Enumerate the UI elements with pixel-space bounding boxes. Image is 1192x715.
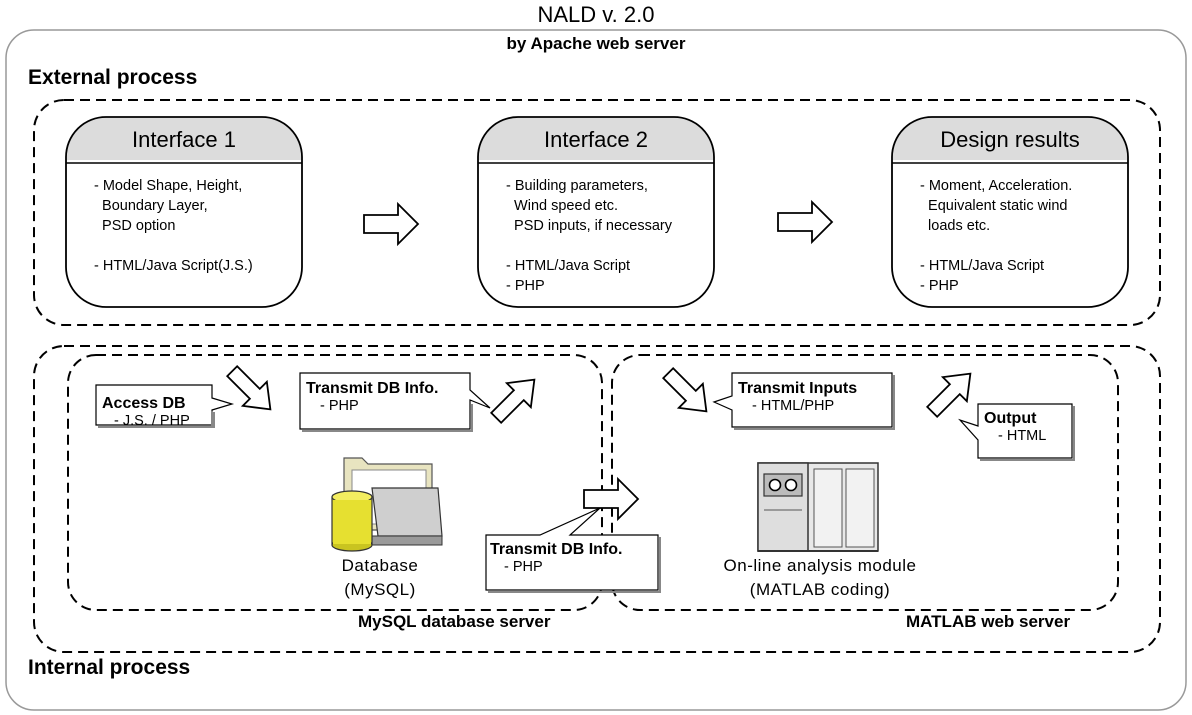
card-body-interface-2: - Building parameters, Wind speed etc. P…	[506, 176, 672, 296]
card-line: - PHP	[920, 278, 959, 294]
callout-transmit-inputs-shape	[712, 372, 895, 430]
callout-title: Access DB	[102, 395, 186, 412]
card-line: - Building parameters,	[506, 178, 648, 194]
internal-process-box	[33, 345, 1161, 653]
matlab-server-box	[611, 354, 1119, 611]
card-body-interface-1: - Model Shape, Height, Boundary Layer, P…	[94, 176, 253, 276]
card-interface-2	[477, 116, 715, 308]
callout-transmit-inputs: Transmit Inputs - HTML/PHP	[738, 380, 857, 414]
card-design-results	[891, 116, 1129, 308]
card-title-interface-2: Interface 2	[544, 127, 648, 152]
analysis-caption: On-line analysis module (MATLAB coding)	[690, 554, 950, 602]
external-process-label: External process	[28, 66, 198, 89]
card-line: Boundary Layer,	[94, 198, 208, 214]
server-computer-icon	[757, 462, 879, 552]
arrow-right-icon	[777, 199, 834, 245]
callout-line: - HTML/PHP	[752, 398, 835, 414]
matlab-server-label: MATLAB web server	[906, 612, 1071, 631]
card-title-interface-1: Interface 1	[132, 127, 236, 152]
database-caption: Database (MySQL)	[300, 554, 460, 602]
callout-line: - PHP	[320, 398, 359, 414]
card-line	[920, 236, 1072, 256]
card-line: Equivalent static wind	[920, 198, 1068, 214]
callout-transmit-db-bottom-shape	[485, 507, 661, 593]
arrow-right-icon	[583, 476, 640, 522]
page-subtitle: by Apache web server	[506, 34, 686, 53]
card-line: - HTML/Java Script	[506, 258, 631, 274]
callout-title: Output	[984, 410, 1037, 427]
card-interface-1	[65, 116, 303, 308]
callout-title: Transmit DB Info.	[490, 541, 623, 558]
card-line	[506, 236, 672, 256]
callout-title: Transmit Inputs	[738, 380, 858, 397]
card-line	[94, 236, 253, 256]
analysis-coding-label: (MATLAB coding)	[749, 580, 891, 599]
page-title: NALD v. 2.0	[537, 2, 655, 27]
card-body-design-results: - Moment, Acceleration. Equivalent stati…	[920, 176, 1072, 296]
card-line: PSD inputs, if necessary	[506, 218, 673, 234]
card-line: - Model Shape, Height,	[94, 178, 243, 194]
card-line: - Moment, Acceleration.	[920, 178, 1073, 194]
analysis-label: On-line analysis module	[723, 556, 917, 575]
card-line: - HTML/Java Script	[920, 258, 1045, 274]
internal-process-label: Internal process	[28, 656, 191, 679]
arrow-right-icon	[363, 201, 420, 247]
card-line: - HTML/Java Script(J.S.)	[94, 258, 253, 274]
arrow-up-right-icon	[925, 372, 972, 419]
external-process-box	[33, 99, 1161, 326]
card-line: PSD option	[94, 218, 176, 234]
callout-title: Transmit DB Info.	[306, 380, 439, 397]
callout-transmit-db-bottom: Transmit DB Info. - PHP	[490, 541, 622, 575]
card-line: Wind speed etc.	[506, 198, 619, 214]
card-title-design-results: Design results	[940, 127, 1080, 152]
arrow-down-right-icon	[225, 364, 272, 411]
arrow-down-right-icon	[661, 366, 708, 413]
callout-access-db-shape	[95, 384, 235, 428]
card-line: loads etc.	[920, 218, 991, 234]
callout-output-shape	[958, 403, 1075, 461]
callout-line: - PHP	[504, 559, 543, 575]
mysql-server-label: MySQL database server	[358, 612, 551, 631]
database-label: Database	[341, 556, 419, 575]
callout-line: - J.S. / PHP	[114, 413, 190, 429]
callout-access-db: Access DB - J.S. / PHP	[102, 395, 190, 429]
callout-line: - HTML	[998, 428, 1047, 444]
callout-transmit-db-top-shape	[299, 372, 491, 432]
callout-transmit-db-top: Transmit DB Info. - PHP	[306, 380, 438, 414]
outer-frame	[5, 29, 1187, 711]
callout-output: Output - HTML	[984, 410, 1046, 444]
database-type-label: (MySQL)	[344, 580, 416, 599]
card-line: - PHP	[506, 278, 545, 294]
arrow-up-right-icon	[489, 378, 536, 425]
database-icon	[331, 457, 443, 552]
